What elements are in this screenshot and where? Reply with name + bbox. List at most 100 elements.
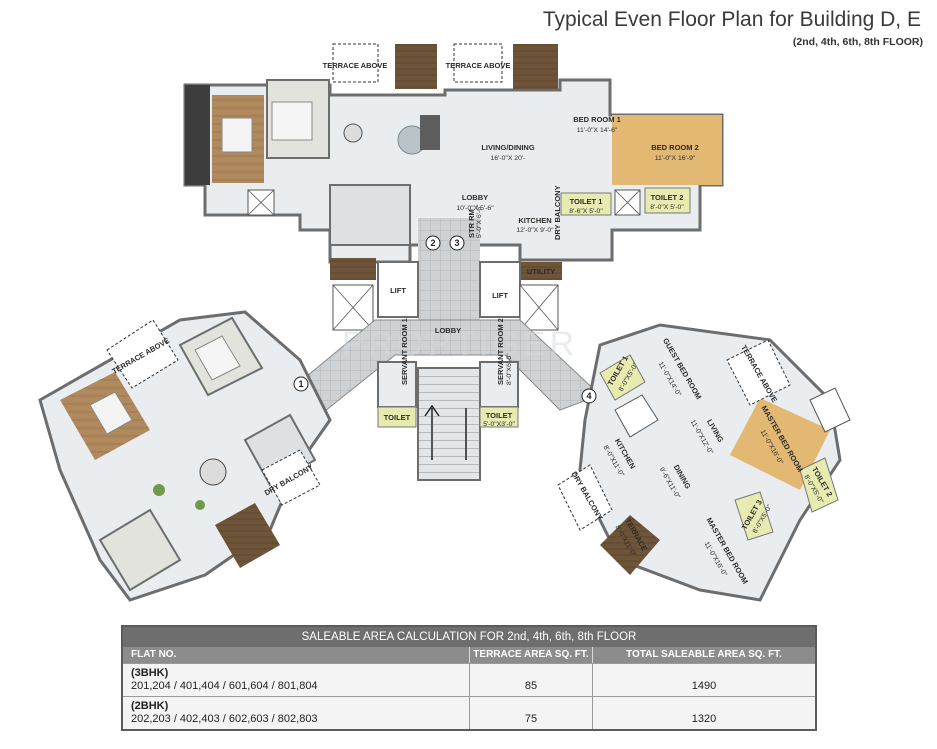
dim-toilet-s2: 5'-0"X3'-0"	[483, 421, 515, 428]
terrace-right	[600, 515, 660, 575]
dim-bed-room-2: 11'-0"X 16'-9"	[655, 155, 696, 162]
plant-left-2	[195, 500, 205, 510]
page-subtitle: (2nd, 4th, 6th, 8th FLOOR)	[792, 36, 923, 48]
table-left	[343, 123, 363, 143]
table-row: (3BHK) 201,204 / 401,404 / 601,604 / 801…	[123, 663, 815, 696]
label-terrace-above-1: TERRACE ABOVE	[323, 61, 388, 70]
flat-number-3: 3	[454, 238, 459, 248]
label-lift-2: LIFT	[492, 291, 508, 300]
bedroom-2-highlight	[612, 115, 722, 185]
top-flats	[183, 43, 724, 280]
total-area-value: 1490	[592, 664, 815, 696]
terrace-area-value: 75	[469, 697, 592, 729]
label-lobby-center: LOBBY	[435, 326, 461, 335]
toilet-3-right	[734, 491, 774, 541]
dim-living-dining-top: 16'-0"X 20'-	[491, 155, 526, 162]
flat-type: (3BHK)	[131, 667, 169, 679]
page-title: Typical Even Floor Plan for Building D, …	[542, 8, 921, 31]
servant-toilet-1	[377, 406, 417, 428]
dim-servant-room-2: 8'-0"X6'-0"	[506, 353, 513, 385]
dim-kitchen-top: 12'-0"X 9'-0"	[516, 227, 554, 234]
lift-2	[479, 261, 521, 318]
col-flat-no: FLAT NO.	[131, 649, 177, 660]
terrace-top-1	[395, 44, 437, 89]
bed-top-left-flat	[194, 335, 241, 381]
servant-room-2	[479, 361, 519, 408]
toilet-1-right	[599, 354, 646, 401]
area-table-title: SALEABLE AREA CALCULATION FOR 2nd, 4th, …	[123, 627, 815, 647]
watermark: PROPTIGER	[342, 325, 578, 363]
terrace-above-box-2	[453, 43, 503, 83]
label-toilet-s1: TOILET	[384, 413, 411, 422]
label-toilet-s2: TOILET	[486, 411, 513, 420]
terrace-dark-left-flat	[215, 503, 280, 568]
bed-left	[221, 117, 253, 153]
label-utility: UTILITY	[527, 267, 555, 276]
label-dry-balcony-top: DRY BALCONY	[553, 185, 562, 240]
terrace-area-value: 85	[469, 664, 592, 696]
terrace-top-2	[513, 44, 558, 89]
dim-str-rm: 5'-0"X 6'-6"	[476, 204, 483, 238]
label-bed-room-1: BED ROOM 1	[573, 115, 621, 124]
terrace-dark-left	[330, 258, 376, 280]
master-bed-room-1-highlight	[730, 398, 830, 490]
label-toilet-2-top: TOILET 2	[651, 193, 684, 202]
area-table-header: FLAT NO. TERRACE AREA SQ. FT. TOTAL SALE…	[123, 647, 815, 663]
bedroom-bottom-left-flat	[98, 508, 182, 592]
flat-number-2: 2	[430, 238, 435, 248]
lobby-corridor	[418, 218, 480, 328]
servant-toilet-2	[479, 406, 519, 428]
wardrobe	[185, 85, 210, 185]
flat-type: (2BHK)	[131, 700, 169, 712]
left-flat	[38, 310, 332, 602]
flat-numbers-list: 202,203 / 402,403 / 602,603 / 802,803	[131, 713, 318, 725]
saleable-area-table: SALEABLE AREA CALCULATION FOR 2nd, 4th, …	[121, 625, 817, 731]
terrace-above-box-1	[332, 43, 379, 83]
flat-number-4: 4	[586, 391, 591, 401]
bed-left-flat	[89, 391, 133, 435]
terrace-above-right	[726, 339, 791, 406]
table-row: (2BHK) 202,203 / 402,403 / 602,603 / 802…	[123, 696, 815, 729]
label-toilet-1-top: TOILET 1	[570, 197, 603, 206]
toilet-2-top	[644, 187, 691, 214]
kitchen-top-left	[329, 184, 411, 246]
label-servant-room-2: SERVANT ROOM 2	[496, 318, 505, 385]
label-kitchen-top: KITCHEN	[518, 216, 551, 225]
flat-number-1: 1	[298, 379, 303, 389]
toilet-1-top	[560, 192, 612, 216]
total-area-value: 1320	[592, 697, 815, 729]
dry-balcony-right-box	[557, 464, 613, 531]
shaft-right	[614, 394, 659, 438]
staircase	[417, 367, 481, 481]
bed-mid	[271, 101, 313, 141]
lobby-wing-left	[289, 319, 601, 416]
label-bed-room-2: BED ROOM 2	[651, 143, 699, 152]
dim-bed-room-1: 11'-0"X 14'-6"	[577, 127, 618, 134]
lift-1	[377, 261, 419, 318]
core	[289, 218, 601, 481]
col-terrace-area: TERRACE AREA SQ. FT.	[469, 647, 592, 663]
label-terrace-above-2: TERRACE ABOVE	[446, 61, 511, 70]
label-lift-1: LIFT	[390, 286, 406, 295]
utility-floor	[520, 262, 562, 280]
dining-table-left	[199, 458, 227, 486]
dim-lobby-top: 10'-0"X 5'-6"	[456, 205, 494, 212]
servant-room-1	[377, 361, 417, 408]
flat-numbers: 1 2 3 4	[293, 235, 597, 404]
plant-left	[153, 484, 165, 496]
floor-plan: PROPTIGER TERRACE ABOVE TERRACE ABOVE LI…	[38, 43, 851, 602]
col-total-area: TOTAL SALEABLE AREA SQ. FT.	[592, 647, 815, 663]
dim-toilet-1-top: 8'-6"X 5'-0"	[569, 208, 603, 215]
terrace-above-left	[106, 319, 179, 389]
dry-balcony-left-box	[261, 449, 321, 506]
label-servant-room-1: SERVANT ROOM 1	[400, 318, 409, 385]
label-living-dining-top: LIVING/DINING	[481, 143, 535, 152]
sofa-top	[420, 115, 440, 150]
shaft-right-2	[809, 387, 851, 433]
right-flat	[557, 323, 851, 602]
flat-numbers-list: 201,204 / 401,404 / 601,604 / 801,804	[131, 680, 318, 692]
toilet-2-right	[799, 457, 839, 513]
dim-toilet-2-top: 8'-0"X 5'-0"	[650, 204, 684, 211]
label-lobby-top: LOBBY	[462, 193, 488, 202]
label-str-rm: STR RM	[467, 209, 476, 238]
